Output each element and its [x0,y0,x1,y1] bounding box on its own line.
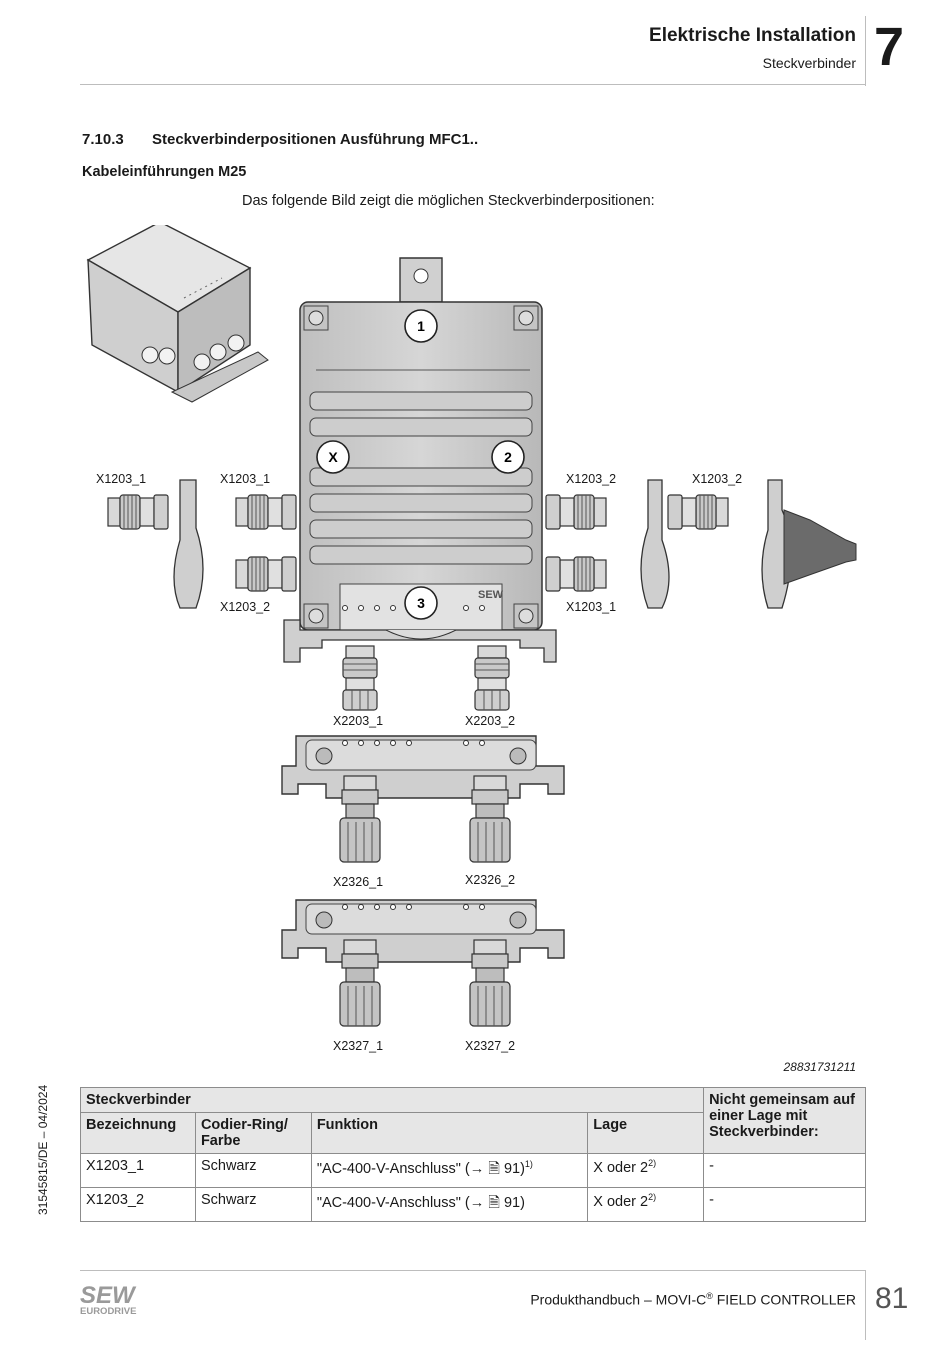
footer-rule [80,1270,866,1271]
svg-text:2: 2 [504,449,512,465]
cell-bezeichnung: X1203_2 [80,1187,196,1222]
page-number: 81 [875,1282,909,1315]
cell-lage: X oder 22) [587,1187,705,1222]
table-row: X1203_1 Schwarz "AC-400-V-Anschluss" (→ … [80,1153,866,1188]
table-header: Bezeichnung [80,1112,196,1154]
section-title: Steckverbinderpositionen Ausführung MFC1… [152,131,479,148]
field-controller-body: SEW [283,257,557,663]
connector-x1203-2-detached [667,494,729,530]
sew-eurodrive-logo: SEW EURODRIVE [80,1283,137,1317]
table-header-not-combined: Nicht gemeinsam auf einer Lage mit Steck… [703,1087,866,1154]
adapter-x2326 [281,735,565,799]
table-row: X1203_2 Schwarz "AC-400-V-Anschluss" (→ … [80,1187,866,1222]
position-marker-3: 3 [404,586,438,620]
position-marker-x: X [316,440,350,474]
section-number: 7.10.3 [82,131,124,148]
subheading: Kabeleinführungen M25 [82,164,247,180]
table-header: Funktion [310,1112,589,1154]
figure-label: X1203_2 [566,472,616,486]
cell-nicht: - [703,1187,866,1222]
connector-x2327-1 [339,939,381,1027]
chapter-number: 7 [874,17,905,77]
cell-lage: X oder 22) [587,1153,705,1188]
connector-x1203-1-left [235,494,297,530]
svg-text:X: X [328,449,338,465]
position-marker-2: 2 [491,440,525,474]
connector-x2326-1 [339,775,381,863]
figure-label: X1203_1 [96,472,146,486]
table-group-header: Steckverbinder [79,1087,705,1113]
cell-funktion: "AC-400-V-Anschluss" (→ 🗎 91) [310,1187,589,1222]
cell-nicht: - [703,1153,866,1188]
table-header: Codier-Ring/ Farbe [194,1112,312,1154]
footer-divider [865,1270,866,1340]
connector-x1203-1-detached [107,494,169,530]
connector-x2203-2 [474,645,510,711]
chapter-subtitle: Steckverbinder [762,55,856,71]
connector-x2327-2 [469,939,511,1027]
figure-label: X2203_2 [465,714,515,728]
figure-label: X2327_2 [465,1039,515,1053]
adapter-x2327 [281,899,565,963]
connector-x2326-2 [469,775,511,863]
device-perspective-illustration [86,225,269,403]
cell-codier: Schwarz [194,1153,312,1188]
svg-text:SEW: SEW [478,589,504,601]
cell-codier: Schwarz [194,1187,312,1222]
svg-text:SEW: SEW [80,1283,137,1309]
figure-label: X1203_1 [220,472,270,486]
svg-text:EURODRIVE: EURODRIVE [80,1306,136,1317]
connector-x1203-1-right [545,556,607,592]
header-divider [865,16,866,86]
table-header: Lage [587,1112,705,1154]
figure-label: X1203_2 [692,472,742,486]
intro-text: Das folgende Bild zeigt die möglichen St… [242,193,655,209]
connector-x2203-1 [342,645,378,711]
connector-x1203-2-left [235,556,297,592]
svg-text:1: 1 [417,318,425,334]
figure-label: X1203_2 [220,600,270,614]
figure-label: X2327_1 [333,1039,383,1053]
figure-label: X2326_1 [333,875,383,889]
connector-position-figure: SEW 1 X 2 3 X1203_1 X1203_1 [86,225,857,1053]
document-code: 31545815/DE – 04/2024 [36,1084,50,1215]
figure-label: X2203_1 [333,714,383,728]
connector-table: Steckverbinder Nicht gemeinsam auf einer… [79,1087,866,1222]
cell-bezeichnung: X1203_1 [80,1153,196,1188]
figure-id: 28831731211 [783,1060,856,1074]
chapter-title: Elektrische Installation [649,25,856,46]
product-name: Produkthandbuch – MOVI-C® FIELD CONTROLL… [530,1291,856,1308]
figure-label: X2326_2 [465,873,515,887]
position-marker-1: 1 [404,309,438,343]
cell-funktion: "AC-400-V-Anschluss" (→ 🗎 91)1) [310,1153,589,1188]
header-rule [80,84,866,85]
svg-text:3: 3 [417,595,425,611]
connector-x1203-2-right [545,494,607,530]
figure-label: X1203_1 [566,600,616,614]
